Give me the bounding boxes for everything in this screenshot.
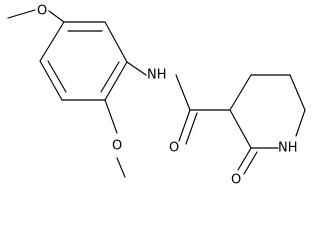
atom-label-lactam-o: O: [231, 173, 241, 188]
piperidine-bond-c5-c6: [289, 74, 306, 111]
bond-lactam-o-1: [237, 147, 252, 171]
bond-o-methyl-bottom: [116, 157, 126, 178]
benzene-double-2: [47, 60, 67, 93]
atom-label-ring-nh: NH: [278, 141, 298, 156]
structure-diagram: O NH O O NH O: [7, 4, 306, 188]
bond-nh-carbonyl: [175, 74, 191, 111]
benzene-bond-5: [104, 21, 128, 63]
benzene-bond-4: [104, 61, 128, 101]
atom-label-o-methoxy-top: O: [37, 4, 47, 19]
bond-ring-o-bottom: [104, 99, 118, 134]
benzene-double-3: [100, 61, 120, 93]
piperidine-bond-c2-c3: [229, 109, 252, 149]
atom-label-o-methoxy-bottom: O: [112, 139, 122, 154]
bond-lactam-o-2: [243, 151, 258, 175]
piperidine-bond-c3-c4: [229, 74, 252, 111]
bond-carbonyl-o-1: [178, 109, 191, 142]
bond-methyl-o-top: [7, 9, 36, 19]
bond-aryl-nh: [126, 61, 147, 76]
piperidine-bond-c6-n: [295, 109, 306, 137]
atom-label-amide-nh: NH: [147, 68, 167, 83]
benzene-bond-1: [39, 21, 65, 62]
bond-carbonyl-o-2: [185, 112, 198, 145]
benzene-bond-2: [39, 60, 63, 101]
bond-o-ring-top: [48, 10, 65, 23]
atom-label-amide-o: O: [169, 141, 179, 156]
